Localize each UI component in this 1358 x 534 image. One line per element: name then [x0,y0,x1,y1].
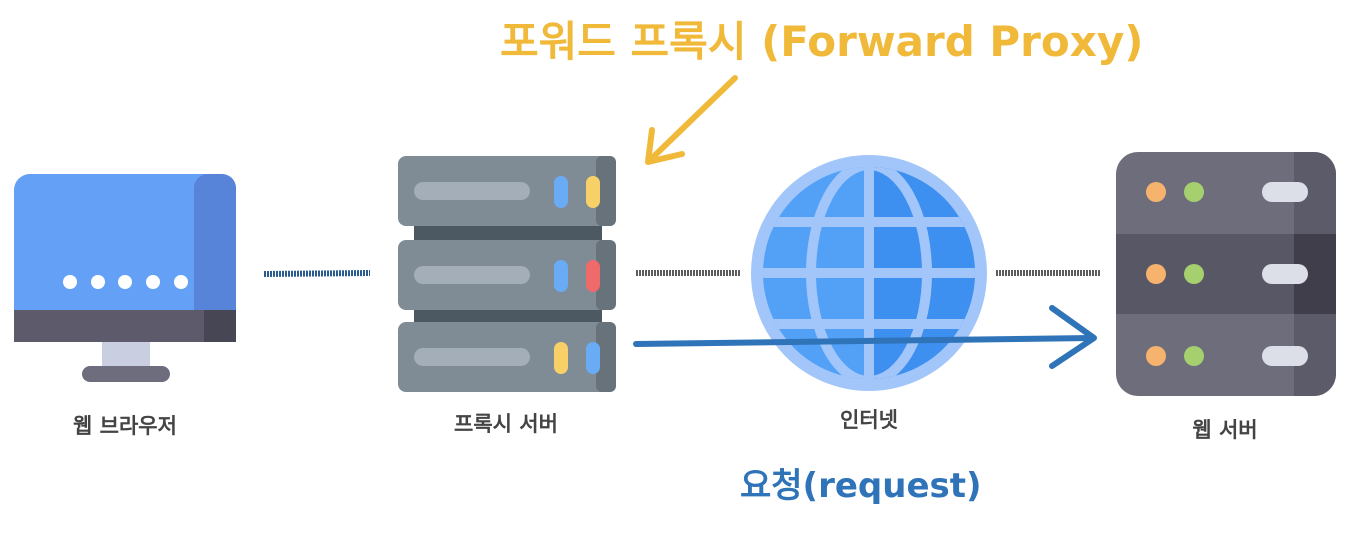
internet-label: 인터넷 [840,408,898,432]
proxy-server-icon [398,156,616,392]
internet-server-connector [996,270,1100,276]
browser-proxy-connector [263,270,371,277]
diagram-title: 포워드 프록시 (Forward Proxy) [500,17,1144,66]
proxy-internet-connector [636,270,740,276]
request-arrow-icon [633,305,1097,369]
proxy-label: 프록시 서버 [454,412,558,436]
web-server-icon [1116,152,1336,396]
request-label: 요청(request) [740,466,982,506]
browser-label: 웹 브라우저 [73,414,177,438]
title-pointer-arrow-icon [645,75,738,165]
web-browser-monitor-icon [14,174,236,382]
server-label: 웹 서버 [1192,418,1258,442]
